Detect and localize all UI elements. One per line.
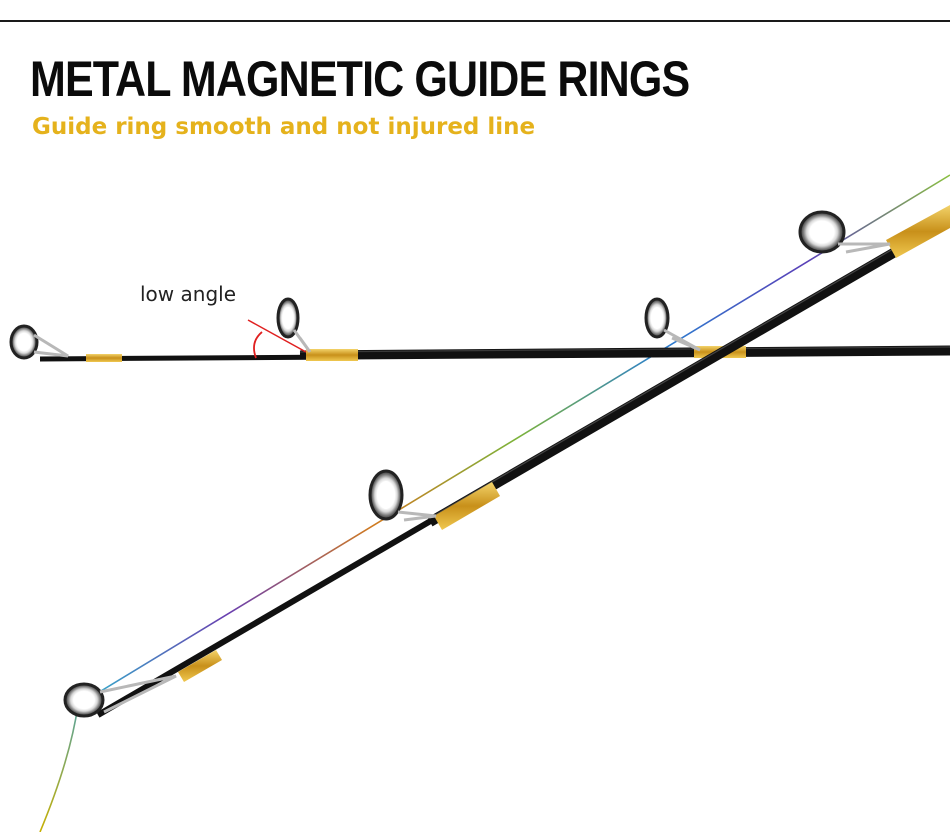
top-divider <box>0 20 950 22</box>
diagonal-rod <box>63 205 950 718</box>
page-subtitle: Guide ring smooth and not injured line <box>32 114 536 140</box>
angle-arc-icon <box>247 319 307 359</box>
fishing-line <box>39 174 950 832</box>
guide-ring-icon <box>644 297 701 352</box>
guide-ring-icon <box>368 469 437 522</box>
guide-ring-icon <box>9 324 69 360</box>
horizontal-rod <box>9 297 950 362</box>
guide-ring-icon <box>63 674 177 718</box>
guide-ring-icon <box>798 210 891 254</box>
guide-ring-icon <box>276 297 312 353</box>
page-title: METAL MAGNETIC GUIDE RINGS <box>30 51 690 107</box>
angle-label: low angle <box>140 282 236 306</box>
